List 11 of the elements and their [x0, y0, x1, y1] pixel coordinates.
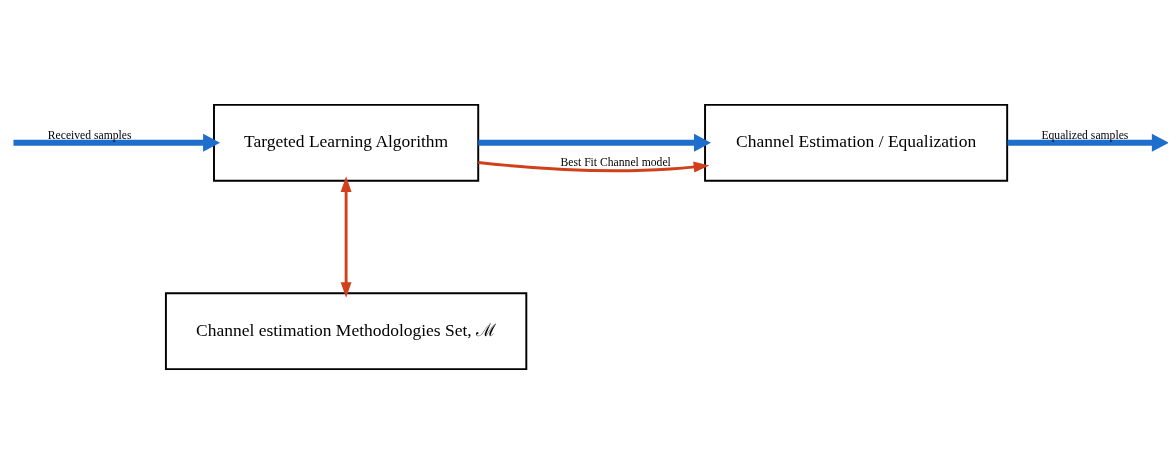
- arrow: [478, 133, 711, 152]
- node-box: Channel estimation Methodologies Set, ℳ: [164, 292, 528, 371]
- arrow: [478, 161, 710, 173]
- node-box: Channel Estimation / Equalization: [704, 103, 1009, 182]
- edge-label: Equalized samples: [1041, 129, 1129, 143]
- arrow: [1007, 133, 1168, 152]
- arrow: [13, 133, 221, 152]
- arrow: [340, 176, 352, 298]
- node-box: Targeted Learning Algorithm: [213, 103, 480, 182]
- edge-label: Received samples: [47, 129, 132, 143]
- edge-label: Best Fit Channel model: [560, 155, 671, 169]
